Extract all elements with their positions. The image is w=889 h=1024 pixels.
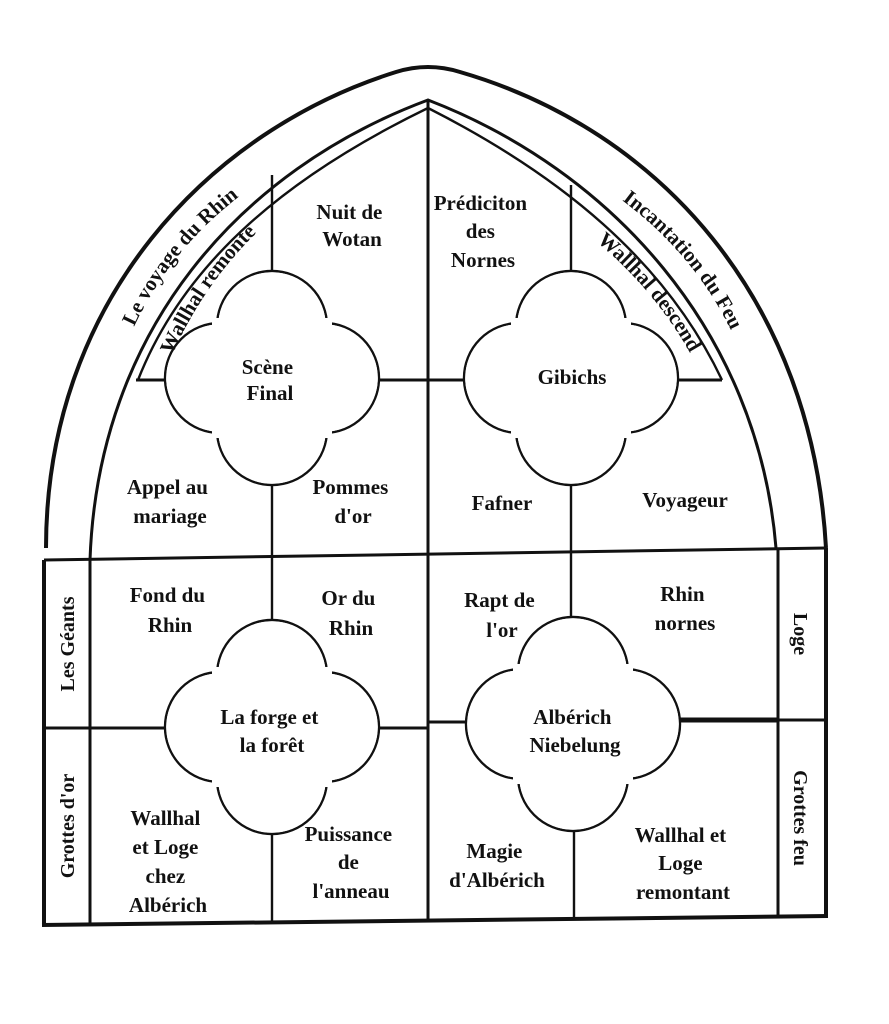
cell-fond-du-rhin: Fond du Rhin	[130, 583, 211, 637]
quatrefoil-bottom-left	[163, 618, 381, 836]
side-label-grottes-dor: Grottes d'or	[57, 774, 79, 879]
cell-magie-dalberich: Magie d'Albérich	[449, 839, 545, 892]
quatrefoil-label-gibichs: Gibichs	[538, 365, 607, 389]
cell-prediction-des-nornes: Prédiciton des Nornes	[434, 191, 533, 272]
bottom-edge	[41, 914, 829, 927]
cell-or-du-rhin: Or du Rhin	[321, 586, 380, 640]
cell-voyageur: Voyageur	[642, 488, 728, 512]
quatrefoil-label-scene-final: Scène Final	[242, 355, 299, 405]
quatrefoil-label-alberich-niebelung: Albérich Niebelung	[529, 705, 621, 757]
cell-puissance-de-lanneau: Puissance de l'anneau	[305, 822, 398, 903]
quatrefoil-label-forge-foret: La forge et la forêt	[220, 705, 323, 757]
quatrefoil-top-right	[462, 269, 680, 487]
cell-fafner: Fafner	[472, 491, 533, 515]
arch-base-line	[43, 546, 827, 562]
side-label-loge: Loge	[789, 613, 811, 655]
cell-wallhal-et-loge-chez-alberich: Wallhal et Loge chez Albérich	[129, 806, 207, 917]
quatrefoil-bottom-right	[464, 615, 682, 833]
side-label-grottes-feu: Grottes feu	[789, 770, 811, 866]
cell-pommes-dor: Pommes d'or	[312, 475, 393, 528]
cell-rapt-de-lor: Rapt de l'or	[464, 588, 540, 642]
lower-frame	[41, 548, 829, 927]
cell-rhin-nornes: Rhin nornes	[655, 582, 716, 635]
side-label-les-geants: Les Géants	[57, 596, 79, 691]
cell-wallhal-et-loge-remontant: Wallhal et Loge remontant	[635, 823, 732, 904]
cell-appel-au-mariage: Appel au mariage	[127, 475, 213, 528]
outer-arch	[44, 65, 828, 549]
quatrefoil-top-left	[163, 269, 381, 487]
cell-nuit-de-wotan: Nuit de Wotan	[316, 200, 387, 251]
